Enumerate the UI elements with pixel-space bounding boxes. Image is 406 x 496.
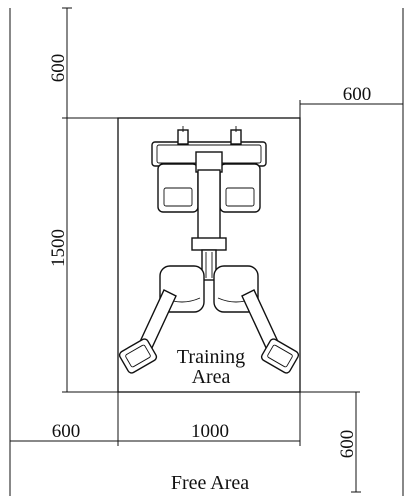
dimension-bottom-clearance: 600: [300, 391, 361, 493]
dimension-top-clearance: 600: [48, 7, 72, 119]
dimension-right-clearance: 600: [299, 84, 404, 110]
training-area-label-line2: Area: [192, 366, 231, 388]
dimension-right-clearance-label: 600: [343, 84, 372, 105]
free-area-label: Free Area: [171, 472, 249, 494]
dimension-training-length: 1500: [48, 118, 72, 393]
dimension-top-clearance-label: 600: [48, 54, 69, 83]
dimension-bottom-widths: 600 1000: [9, 392, 301, 446]
dimension-bottom-clearance-label: 600: [337, 430, 358, 459]
dimension-training-length-label: 1500: [48, 229, 69, 267]
training-area-label-line1: Training: [177, 346, 245, 368]
training-area-rect: [117, 117, 301, 393]
machine-illustration: [118, 126, 300, 374]
dimension-training-width-label: 1000: [191, 421, 229, 442]
dimension-left-clearance-label: 600: [52, 421, 81, 442]
